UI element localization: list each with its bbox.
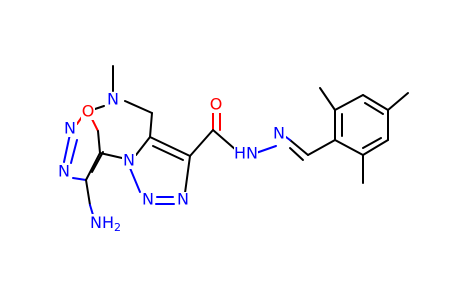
atom-o-carbonyl: O — [209, 95, 223, 114]
bond-triazole-n1-c5 — [135, 136, 151, 156]
bond-c4-carbonyl — [189, 129, 214, 157]
bond-ring-inner-3 — [362, 137, 382, 149]
bonds — [63, 65, 409, 216]
bond-c-c-right — [97, 130, 101, 154]
bond-n-top-n-bottom — [63, 133, 71, 163]
bond-methyl-para — [387, 92, 409, 111]
bond-c-amino — [85, 179, 91, 206]
atom-n-dimethyl: N — [106, 90, 120, 109]
atom-n-imine: N — [272, 124, 286, 143]
atom-n-furazan-bottom-label: N — [58, 162, 70, 181]
bond-ring-2 — [334, 94, 364, 111]
bond-nh-n — [255, 145, 277, 154]
atom-n-triazole-2-label: N — [142, 190, 154, 209]
atom-amino-subscript: 2 — [114, 221, 121, 234]
bond-triazole-n3-c4 — [184, 155, 191, 194]
atom-n-furazan-top: N — [63, 119, 77, 138]
bond-ch-aryl — [307, 139, 336, 156]
atom-amino: NH2 — [80, 213, 121, 235]
bond-ring-inner-2 — [364, 102, 384, 115]
atom-amino-label: NH — [90, 213, 114, 232]
atom-n-furazan-bottom: N — [57, 162, 71, 181]
atom-n-furazan-top-label: N — [64, 119, 76, 138]
atom-o-furazan: O — [81, 102, 95, 121]
bond-ch2-n — [124, 100, 153, 114]
bond-ring-3 — [362, 94, 389, 111]
bond-triazole-n1-n2 — [129, 167, 141, 193]
atom-n-triazole-1: N — [122, 151, 136, 170]
atom-n-triazole-3-label: N — [177, 190, 189, 209]
bond-n-top-n-bottom-2 — [70, 139, 78, 164]
atom-n-triazole-3: N — [176, 190, 190, 209]
atom-o-furazan-label: O — [82, 102, 95, 121]
svg-text:NH2: NH2 — [90, 213, 121, 235]
bond-methyl-ortho-top — [319, 87, 336, 111]
bond-triazole-c4-c5-double — [152, 145, 184, 161]
bond-c-c-ring — [85, 152, 101, 181]
bond-triazole-c4-c5 — [149, 136, 191, 157]
atom-nh-hydrazide: HN — [234, 144, 258, 163]
bond-c-amino-n — [89, 204, 94, 216]
bond-ring-6 — [334, 139, 364, 156]
bond-carbonyl-nh — [212, 129, 237, 151]
atom-nh-hydrazide-label: HN — [234, 144, 258, 163]
bond-n-bottom-c — [72, 177, 87, 181]
bond-c5-ch2 — [149, 112, 153, 138]
atom-n-dimethyl-label: N — [107, 90, 119, 109]
atom-labels: O N N NH2 N N N N — [57, 90, 286, 235]
atom-n-triazole-1-label: N — [123, 151, 135, 170]
bond-n-ch-double — [289, 147, 304, 161]
bond-c-c-ring-2 — [91, 151, 104, 173]
bond-furazan-triazole — [99, 152, 123, 159]
atom-n-triazole-2: N — [141, 190, 155, 209]
bond-o-c-right — [91, 118, 99, 132]
atom-n-imine-label: N — [273, 124, 285, 143]
bond-ring-5 — [362, 139, 389, 156]
bond-n-ch — [289, 139, 309, 156]
atom-o-carbonyl-label: O — [210, 95, 223, 114]
